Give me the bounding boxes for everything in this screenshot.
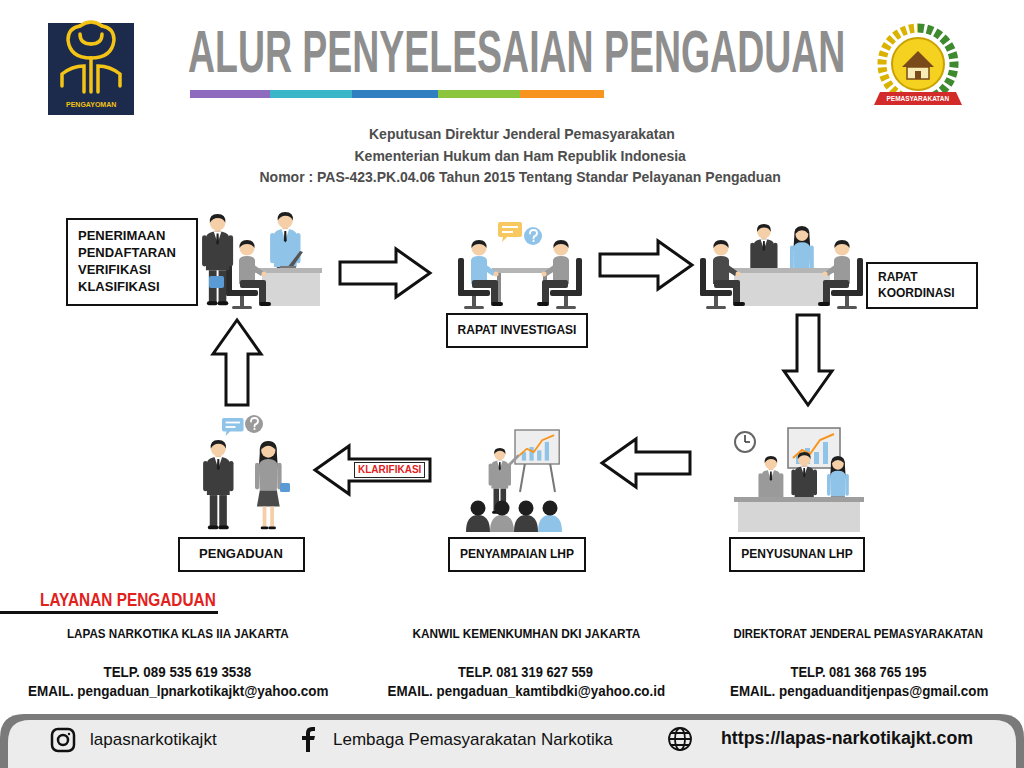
office-name: DIREKTORAT JENDERAL PEMASYARAKATAN: [733, 626, 983, 642]
flow-arrow: [315, 446, 430, 494]
step-label-box: RAPAT INVESTIGASI: [446, 313, 589, 348]
phone-number: TELP. 081 319 627 559: [457, 664, 592, 681]
process-step: PENGADUAN: [175, 405, 315, 577]
step-label: RAPAT KOORDINASI: [878, 270, 966, 301]
step-label-box: PENYAMPAIAN LHP: [448, 537, 586, 572]
step-label-box: RAPAT KOORDINASI: [866, 262, 978, 309]
flow-arrow: [340, 249, 430, 297]
pemasyarakatan-logo: [874, 28, 962, 105]
process-step: RAPAT INVESTIGASI: [430, 215, 600, 355]
title: ALUR PENYELESAIAN PENGADUAN: [188, 16, 845, 88]
heading-rule: [0, 611, 218, 614]
step-label-box: PENERIMAAN PENDAFTARAN VERIFIKASI KLASIF…: [66, 218, 198, 306]
step-label: PENYAMPAIAN LHP: [460, 547, 574, 563]
section-heading: LAYANAN PENGADUAN: [40, 590, 216, 612]
coordination-scene: [700, 224, 863, 309]
email-address: EMAIL. pengaduan_kamtibdki@yahoo.co.id: [387, 683, 665, 700]
flow-arrow: [600, 241, 692, 289]
office-name: KANWIL KEMENKUMHAN DKI JAKARTA: [412, 626, 640, 642]
phone-number: TELP. 089 535 619 3538: [103, 664, 251, 681]
report-drafting-scene: [734, 428, 864, 532]
process-step: PENERIMAAN PENDAFTARAN VERIFIKASI KLASIF…: [62, 208, 340, 320]
step-label: RAPAT INVESTIGASI: [458, 323, 577, 339]
edge-label: KLARIFIKASI: [354, 462, 425, 478]
step-label-box: PENGADUAN: [178, 537, 305, 572]
complaint-scene: [203, 415, 290, 529]
flow-arrow: [602, 439, 690, 487]
step-label: PENERIMAAN PENDAFTARAN VERIFIKASI KLASIF…: [78, 228, 186, 296]
instagram-icon: [52, 729, 74, 751]
office-name: LAPAS NARKOTIKA KLAS IIA JAKARTA: [67, 626, 289, 642]
logo-text: PENGAYOMAN: [66, 101, 116, 109]
report-presentation-scene: [466, 430, 562, 532]
process-step: PENYUSUNAN LHP: [690, 405, 868, 577]
investigation-scene: [458, 222, 582, 309]
pengayoman-logo: [48, 22, 134, 115]
logo-text: PEMASYARAKATAN: [887, 95, 950, 103]
email-address: EMAIL. pengaduanditjenpas@gmail.com: [730, 683, 988, 700]
flow-arrow: [784, 315, 832, 405]
decree-line: Keputusan Direktur Jenderal Pemasyarakat…: [369, 126, 675, 143]
step-label-box: PENYUSUNAN LHP: [729, 537, 864, 572]
phone-number: TELP. 081 368 765 195: [790, 664, 926, 681]
facebook-icon: [302, 727, 315, 752]
social-handle: Lembaga Pemasyarakatan Narkotika: [333, 730, 613, 750]
step-label: PENGADUAN: [199, 546, 283, 563]
social-handle: lapasnarkotikajkt: [90, 730, 217, 750]
globe-icon: [669, 728, 691, 750]
decree-line: Nomor : PAS-423.PK.04.06 Tahun 2015 Tent…: [260, 169, 781, 186]
reception-scene: [202, 212, 322, 309]
colour-bar: [190, 90, 604, 98]
step-label: PENYUSUNAN LHP: [741, 547, 852, 563]
website-url: https://lapas-narkotikajkt.com: [721, 728, 973, 750]
email-address: EMAIL. pengaduan_lpnarkotikajkt@yahoo.co…: [28, 683, 328, 700]
flow-arrow: [213, 320, 261, 405]
footer-band: [0, 714, 1024, 768]
decree-line: Kementerian Hukum dan Ham Republik Indon…: [355, 148, 686, 165]
process-step: PENYAMPAIAN LHP: [430, 425, 602, 577]
process-step: RAPAT KOORDINASI: [692, 215, 978, 315]
